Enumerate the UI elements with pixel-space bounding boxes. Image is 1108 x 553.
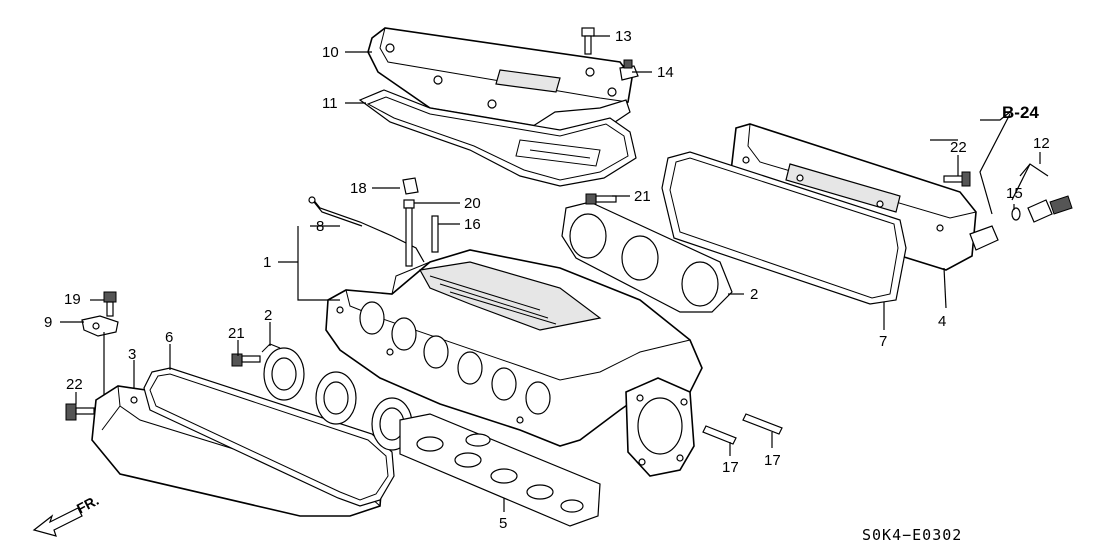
part-6-left-gasket[interactable] <box>143 367 395 507</box>
callout-1: 1 <box>263 254 271 271</box>
callout-2-upper: 2 <box>750 286 758 303</box>
callout-8: 8 <box>316 218 324 235</box>
callout-21-left: 21 <box>228 325 245 342</box>
callout-17-a: 17 <box>722 459 739 476</box>
throttle-flange <box>625 377 695 477</box>
callout-22-right: 22 <box>950 139 967 156</box>
callout-22-left: 22 <box>66 376 83 393</box>
callout-21-upper: 21 <box>634 188 651 205</box>
leader-lines <box>60 35 1049 512</box>
part-16-stud[interactable] <box>431 215 439 253</box>
reference-b24[interactable]: B-24 <box>1002 103 1039 122</box>
part-15-washer[interactable] <box>1011 207 1021 221</box>
part-11-cover-gasket[interactable] <box>358 89 637 187</box>
part-10-top-cover[interactable] <box>367 27 633 135</box>
part-8-harness[interactable] <box>308 196 425 263</box>
part-17-stud-b[interactable] <box>742 413 783 435</box>
front-direction-indicator: FR. <box>32 492 101 537</box>
part-21-bolt-upper[interactable] <box>585 193 617 205</box>
part-22-bolt-right[interactable] <box>943 171 971 187</box>
part-12-sensor[interactable] <box>1027 195 1073 223</box>
part-17-stud-a[interactable] <box>702 425 737 445</box>
part-18-nut[interactable] <box>402 177 419 195</box>
callout-16: 16 <box>464 216 481 233</box>
callout-12: 12 <box>1033 135 1050 152</box>
callouts: 10 11 13 14 18 20 16 8 1 21 2 22 B-24 12… <box>44 28 1050 532</box>
callout-7: 7 <box>879 333 887 350</box>
callout-19: 19 <box>64 291 81 308</box>
part-1-intake-manifold[interactable] <box>325 249 703 447</box>
callout-13: 13 <box>615 28 632 45</box>
callout-2-lower: 2 <box>264 307 272 324</box>
callout-5: 5 <box>499 515 507 532</box>
callout-10: 10 <box>322 44 339 61</box>
diagram-code: S0K4−E0302 <box>862 526 962 544</box>
part-14-nut[interactable] <box>619 59 639 81</box>
callout-11: 11 <box>322 95 338 112</box>
part-4-right-cover[interactable] <box>729 123 999 271</box>
part-13-bolt[interactable] <box>581 27 595 55</box>
callout-4: 4 <box>938 313 946 330</box>
callout-6: 6 <box>165 329 173 346</box>
callout-15: 15 <box>1006 185 1023 202</box>
part-21-bolt-left[interactable] <box>231 353 261 367</box>
callout-20: 20 <box>464 195 481 212</box>
part-2-gasket-set-upper[interactable] <box>561 201 733 313</box>
part-19-bolt[interactable] <box>103 291 117 317</box>
callout-3: 3 <box>128 346 136 363</box>
callout-9: 9 <box>44 314 52 331</box>
callout-17-b: 17 <box>764 452 781 469</box>
callout-18: 18 <box>350 180 367 197</box>
part-5-lower-gasket[interactable] <box>399 413 601 527</box>
callout-14: 14 <box>657 64 674 81</box>
part-22-bolt-left[interactable] <box>65 403 95 421</box>
part-7-right-cover-gasket[interactable] <box>661 151 907 305</box>
front-arrow-icon <box>32 507 83 537</box>
part-20-stud-bolt[interactable] <box>403 199 415 267</box>
